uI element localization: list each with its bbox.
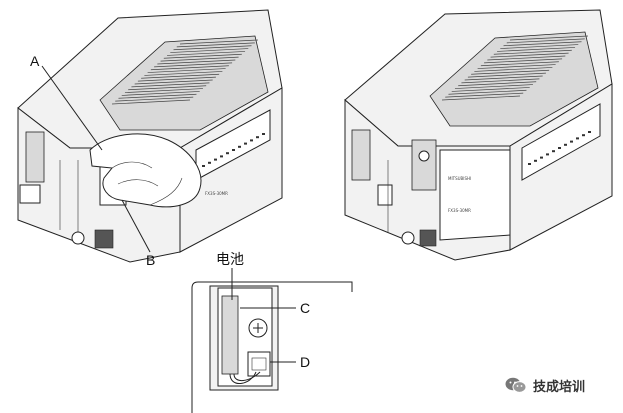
terminal-rib	[497, 47, 576, 52]
watermark-text: 技成培训	[533, 379, 586, 395]
led-indicator	[582, 134, 585, 137]
terminal-rib	[471, 69, 550, 75]
led-indicator	[552, 150, 555, 153]
led-indicator	[534, 159, 537, 162]
led-indicator	[214, 158, 217, 161]
terminal-rib	[141, 73, 220, 79]
terminal-rib	[480, 61, 559, 67]
terminal-rib	[111, 99, 191, 105]
battery-cell	[221, 295, 239, 375]
terminal-rib	[487, 55, 566, 61]
terminal-rib	[134, 79, 213, 85]
left-unit-model-text: FX3S-30MR	[205, 191, 228, 196]
right-plc-unit: MITSUBISHI FX3S-30MR	[344, 9, 613, 261]
terminal-rib	[144, 71, 223, 76]
left-terminal-block	[99, 35, 269, 131]
right-led-panel	[521, 103, 601, 181]
terminal-rib	[179, 39, 259, 45]
right-compartment-screw-icon	[418, 150, 430, 162]
terminal-rib	[173, 45, 252, 51]
left-screw-icon	[71, 231, 85, 245]
terminal-rib	[464, 75, 543, 81]
wechat-icon	[505, 377, 527, 393]
led-indicator	[558, 147, 561, 149]
terminal-rib	[441, 95, 521, 101]
led-indicator	[244, 142, 247, 145]
led-indicator	[226, 152, 229, 155]
callout-b-leader	[121, 199, 151, 253]
terminal-rib	[467, 72, 546, 78]
terminal-rib	[176, 42, 255, 48]
left-side-port	[25, 131, 45, 183]
terminal-rib	[167, 51, 246, 56]
hand-removing-cover	[89, 133, 202, 208]
terminal-rib	[170, 48, 249, 53]
terminal-rib	[115, 96, 194, 102]
terminal-rib	[503, 41, 582, 47]
right-side-port	[351, 129, 371, 181]
led-indicator	[250, 139, 253, 142]
terminal-rib	[128, 85, 207, 91]
right-unit-model-text: FX3S-30MR	[448, 208, 471, 213]
terminal-rib	[157, 59, 236, 65]
terminal-rib	[474, 67, 553, 72]
led-indicator	[588, 131, 591, 133]
led-indicator	[208, 161, 211, 164]
callout-a-label: A	[30, 53, 40, 69]
terminal-rib	[477, 64, 556, 69]
right-terminal-block	[429, 31, 599, 127]
terminal-rib	[454, 84, 533, 89]
callout-a-leader	[41, 65, 103, 151]
led-indicator	[232, 149, 235, 151]
terminal-rib	[490, 52, 569, 58]
terminal-rib	[131, 82, 210, 88]
right-connector	[419, 229, 437, 247]
terminal-rib	[160, 56, 239, 62]
terminal-rib	[124, 88, 203, 93]
terminal-rib	[445, 92, 524, 98]
led-indicator	[576, 137, 579, 140]
led-indicator	[570, 140, 573, 143]
terminal-rib	[121, 91, 200, 96]
terminal-rib	[506, 38, 585, 44]
right-screw-icon	[401, 231, 415, 245]
terminal-rib	[150, 65, 229, 71]
terminal-rib	[118, 93, 197, 99]
callout-b-label: B	[146, 252, 155, 268]
terminal-rib	[509, 35, 589, 41]
battery-label: 电池	[216, 252, 244, 268]
terminal-rib	[137, 76, 216, 82]
terminal-rib	[448, 89, 527, 95]
led-indicator	[256, 136, 259, 139]
led-indicator	[528, 163, 531, 165]
left-plc-unit: FX3S-30MR A B	[17, 9, 283, 268]
led-indicator	[202, 165, 205, 167]
terminal-rib	[461, 78, 540, 84]
left-connector	[94, 229, 114, 249]
led-indicator	[540, 156, 543, 159]
led-indicator	[220, 155, 223, 158]
right-unit-brand: MITSUBISHI	[448, 176, 471, 181]
watermark: 技成培训	[505, 374, 585, 396]
led-indicator	[546, 153, 549, 156]
led-indicator	[238, 145, 241, 148]
led-indicator	[564, 143, 567, 146]
battery-detail-inset: 电池 C D	[191, 252, 353, 413]
terminal-rib	[451, 87, 530, 92]
terminal-rib	[493, 49, 572, 55]
right-battery-compartment	[411, 139, 437, 191]
terminal-rib	[154, 62, 233, 68]
callout-d-label: D	[300, 354, 310, 370]
callout-c-label: C	[300, 300, 310, 316]
terminal-rib	[163, 53, 242, 59]
terminal-rib	[500, 44, 579, 49]
terminal-rib	[458, 81, 537, 87]
led-indicator	[262, 133, 265, 135]
terminal-rib	[147, 68, 226, 73]
terminal-rib	[484, 58, 563, 64]
battery-wire	[229, 371, 257, 384]
